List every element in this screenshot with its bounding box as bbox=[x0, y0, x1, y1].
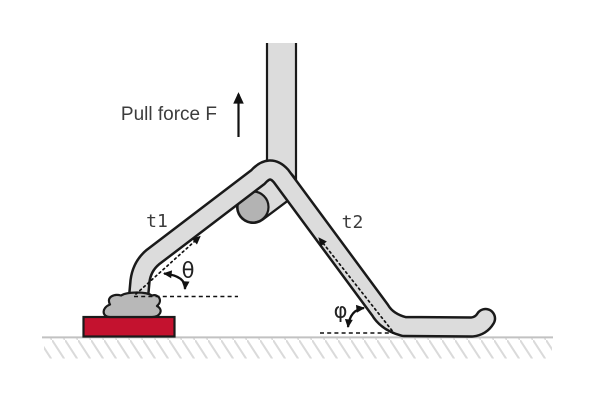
ground-hatching bbox=[44, 338, 552, 359]
phi-angle-group: φ bbox=[318, 237, 394, 334]
t2-direction-arrow bbox=[318, 237, 393, 332]
anchor-block bbox=[82, 315, 176, 338]
phi-arc-arrow bbox=[344, 304, 365, 328]
theta-label: θ bbox=[182, 259, 195, 283]
pull-force-label: Pull force F bbox=[121, 104, 217, 125]
strap-outline bbox=[127, 159, 497, 338]
t1-label: t1 bbox=[146, 211, 168, 232]
anchor-knob bbox=[102, 291, 162, 319]
theta-angle-group: θ bbox=[134, 235, 238, 298]
t1-direction-arrow bbox=[135, 235, 201, 295]
roller bbox=[236, 169, 298, 224]
phi-label: φ bbox=[334, 299, 348, 323]
theta-arc-arrow bbox=[163, 270, 190, 290]
strap-surface bbox=[129, 161, 494, 336]
t2-label: t2 bbox=[342, 212, 364, 233]
strap bbox=[127, 159, 497, 338]
